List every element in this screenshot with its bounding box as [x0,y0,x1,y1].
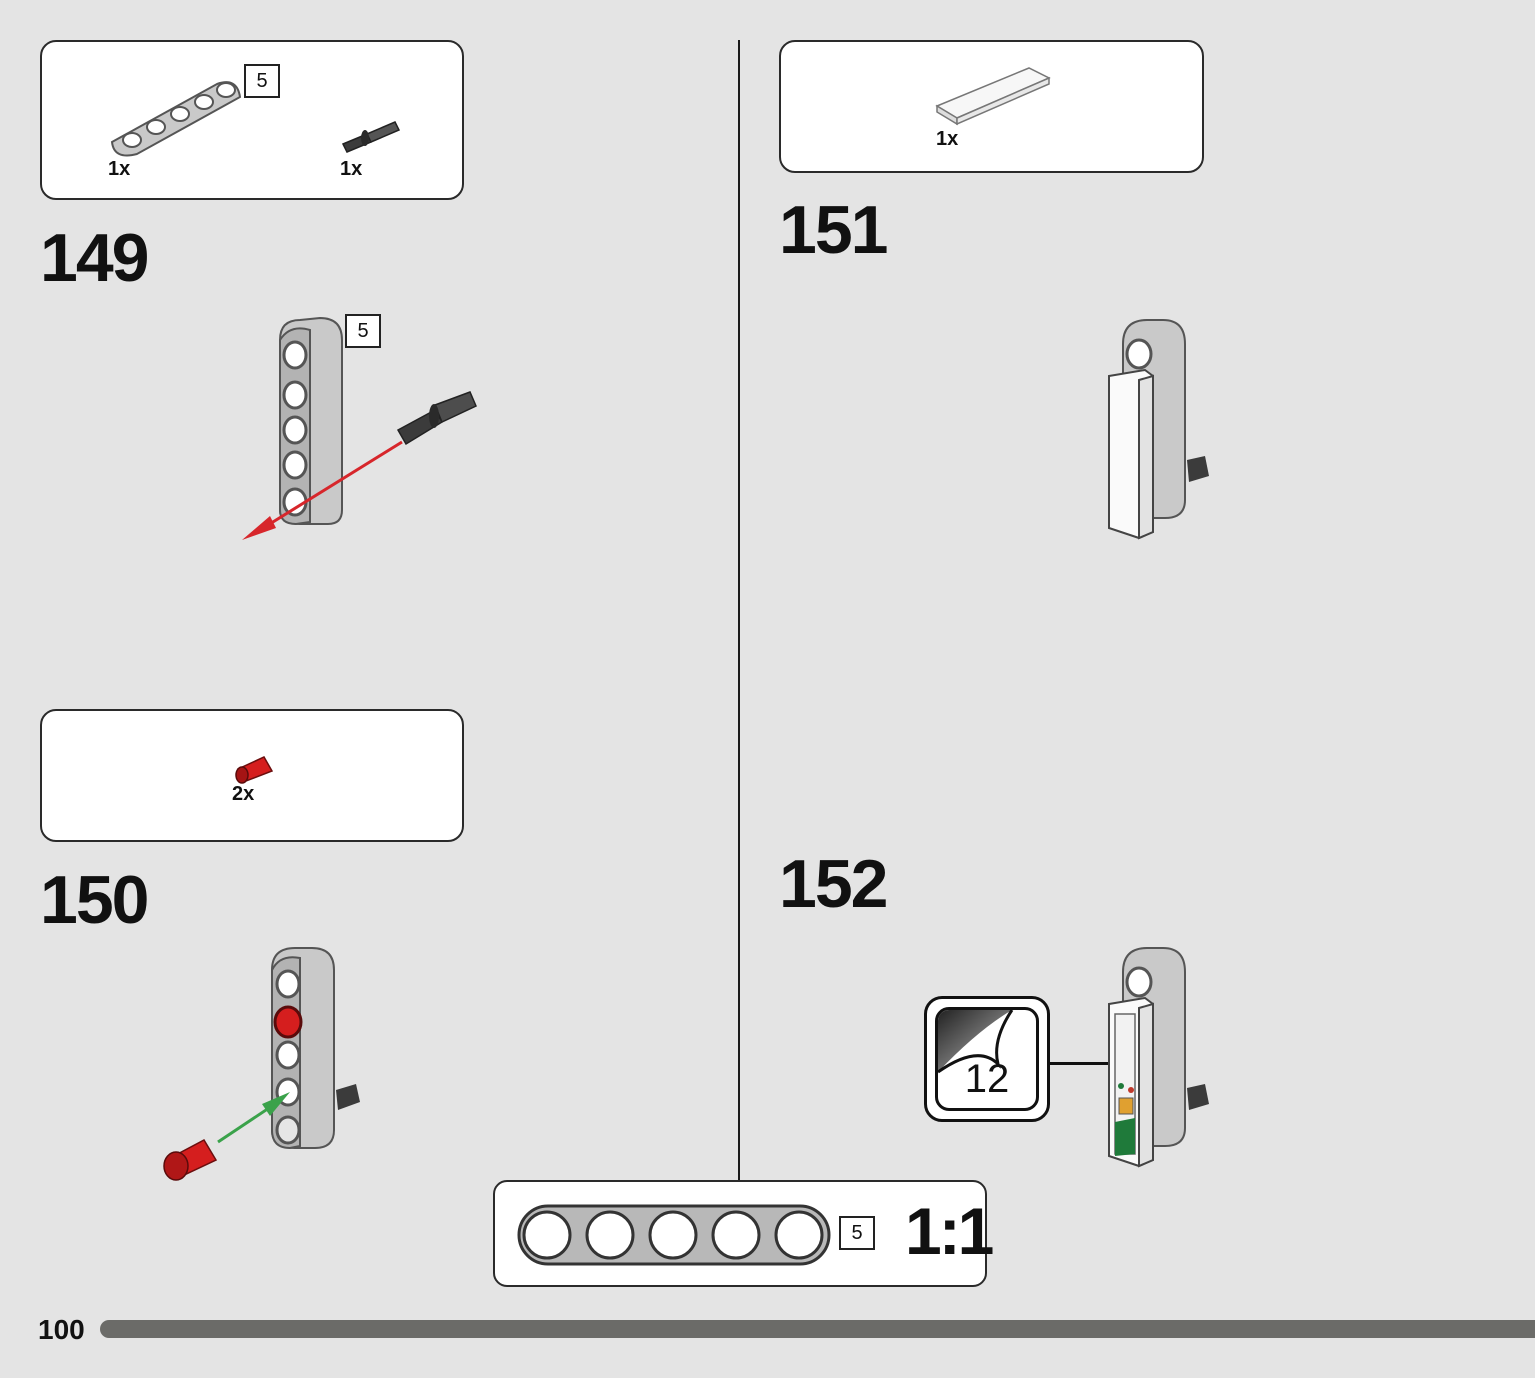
column-divider [738,40,740,1182]
length-tag: 5 [345,314,381,348]
step-149-assembly [242,316,477,540]
scale-label: 1:1 [905,1194,994,1268]
parts-callout-149: 5 1x 1x [40,40,464,200]
axle-pin-part-icon [341,121,401,153]
step-number: 149 [40,220,149,296]
liftarm-scale-icon [517,1204,831,1266]
step-150-assembly [163,947,360,1181]
part-quantity: 1x [936,128,959,150]
parts-callout-151: 1x [779,40,1204,173]
liftarm-part-icon [110,81,242,157]
step-151-assembly [1108,319,1209,540]
step-number: 150 [40,862,149,938]
step-number: 151 [779,192,888,268]
length-tag: 5 [839,1216,875,1250]
sticker-number: 12 [964,1057,1010,1101]
step-152-assembly [1108,947,1209,1168]
white-tile-part-icon [935,67,1051,126]
part-quantity: 1x [340,158,363,180]
scale-reference-box: 5 1:1 [493,1180,994,1287]
progress-bar [100,1320,1535,1338]
sticker-icon: 12 [935,1007,1039,1111]
page-number: 100 [38,1314,85,1345]
sticker-callout: 12 [924,996,1050,1122]
length-tag: 5 [244,64,280,98]
parts-callout-150: 2x [40,709,464,842]
step-number: 152 [779,846,888,922]
part-quantity: 2x [232,783,255,805]
sticker-pointer-line [1050,1062,1122,1065]
part-quantity: 1x [108,158,131,180]
red-pin-part-icon [235,756,274,784]
